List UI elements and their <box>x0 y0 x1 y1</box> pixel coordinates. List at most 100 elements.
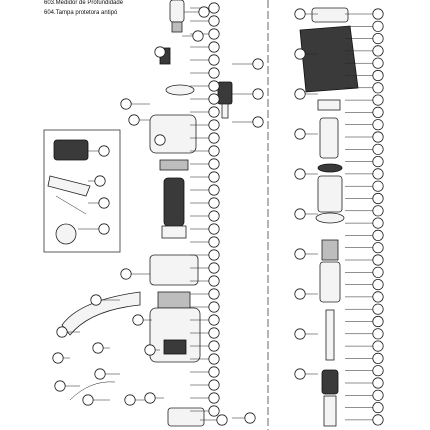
callout-bubble <box>372 414 384 426</box>
callout-bubble <box>208 210 220 222</box>
callout-bubble <box>208 28 220 40</box>
callout-bubble <box>372 217 384 229</box>
callout-bubble <box>294 48 306 60</box>
part-top-cap <box>311 7 349 23</box>
callout-bubble <box>82 394 94 406</box>
callout-layer <box>52 2 384 426</box>
callout-bubble <box>372 57 384 69</box>
callout-bubble <box>372 119 384 131</box>
left-assembly <box>61 0 233 427</box>
callout-bubble <box>372 168 384 180</box>
callout-bubble <box>208 301 220 313</box>
part-base <box>167 407 205 427</box>
callout-bubble <box>294 208 306 220</box>
callout-bubble <box>154 46 166 58</box>
callout-bubble <box>52 352 64 364</box>
callout-bubble <box>208 41 220 53</box>
callout-bubble <box>208 262 220 274</box>
callout-bubble <box>252 58 264 70</box>
part-cylinder <box>317 175 343 213</box>
callout-bubble <box>208 379 220 391</box>
callout-bubble <box>372 328 384 340</box>
callout-bubble <box>294 168 306 180</box>
part-field-housing <box>149 254 199 286</box>
callout-bubble <box>208 340 220 352</box>
callout-bubble <box>372 242 384 254</box>
callout-bubble <box>372 192 384 205</box>
callout-bubble <box>372 352 384 364</box>
callout-bubble <box>372 131 384 143</box>
callout-bubble <box>294 288 306 300</box>
callout-bubble <box>208 353 220 365</box>
callout-bubble <box>372 254 384 266</box>
callout-bubble <box>128 114 140 126</box>
callout-bubble <box>372 291 384 303</box>
callout-bubble <box>294 328 306 340</box>
part-seal <box>317 99 341 111</box>
callout-bubble <box>208 158 220 170</box>
callout-bubble <box>294 368 306 380</box>
part-drill-bit <box>55 195 87 215</box>
callout-bubble <box>372 205 384 217</box>
part-depth-gauge <box>53 139 89 161</box>
part-motor-body <box>149 307 201 363</box>
callout-bubble <box>372 278 384 291</box>
callout-bubble <box>208 132 220 144</box>
callout-bubble <box>92 342 104 354</box>
callout-bubble <box>372 389 384 401</box>
callout-bubble <box>372 340 384 352</box>
part-side-handle <box>61 291 141 336</box>
callout-bubble <box>252 116 264 128</box>
callout-bubble <box>120 268 132 280</box>
callout-bubble <box>372 365 384 377</box>
callout-bubble <box>154 134 166 146</box>
part-gear-housing <box>149 114 197 154</box>
callout-bubble <box>208 314 220 326</box>
callout-bubble <box>208 288 220 300</box>
callout-bubble <box>208 80 220 92</box>
callout-bubble <box>208 327 220 339</box>
callout-bubble <box>98 197 110 209</box>
part-ram <box>321 239 339 261</box>
part-dust-cover <box>55 223 77 245</box>
callout-bubble <box>98 223 110 235</box>
callout-bubble <box>120 98 132 110</box>
callout-bubble <box>124 394 136 406</box>
inset-box <box>43 129 121 253</box>
callout-bubble <box>98 145 110 157</box>
callout-bubble <box>94 175 106 187</box>
callout-bubble <box>208 145 220 157</box>
callout-bubble <box>372 266 384 278</box>
part-washer <box>315 212 345 224</box>
callout-bubble <box>208 184 220 196</box>
part-stator <box>157 291 191 309</box>
part-shaft-top <box>169 0 185 23</box>
part-o-ring <box>317 163 343 173</box>
callout-bubble <box>54 380 66 392</box>
part-rear-handle <box>299 25 359 93</box>
callout-bubble <box>208 15 220 27</box>
callout-bubble <box>132 314 144 326</box>
part-rod <box>47 175 91 197</box>
callout-bubble <box>294 128 306 140</box>
part-barrel <box>319 261 341 303</box>
part-chuck-sleeve <box>321 369 339 395</box>
callout-bubble <box>208 106 220 118</box>
callout-bubble <box>294 248 306 260</box>
callout-bubble <box>94 368 106 380</box>
callout-bubble <box>244 412 256 424</box>
part-collar <box>171 21 183 33</box>
callout-bubble <box>372 82 384 94</box>
callout-bubble <box>208 93 220 105</box>
part-tool-holder <box>325 309 335 361</box>
callout-bubble <box>372 94 384 106</box>
callout-bubble <box>208 366 220 378</box>
callout-bubble <box>372 180 384 192</box>
callout-bubble <box>208 171 220 183</box>
callout-bubble <box>208 67 220 79</box>
callout-bubble <box>372 315 384 328</box>
callout-bubble <box>372 143 384 155</box>
callout-bubble <box>208 197 220 209</box>
